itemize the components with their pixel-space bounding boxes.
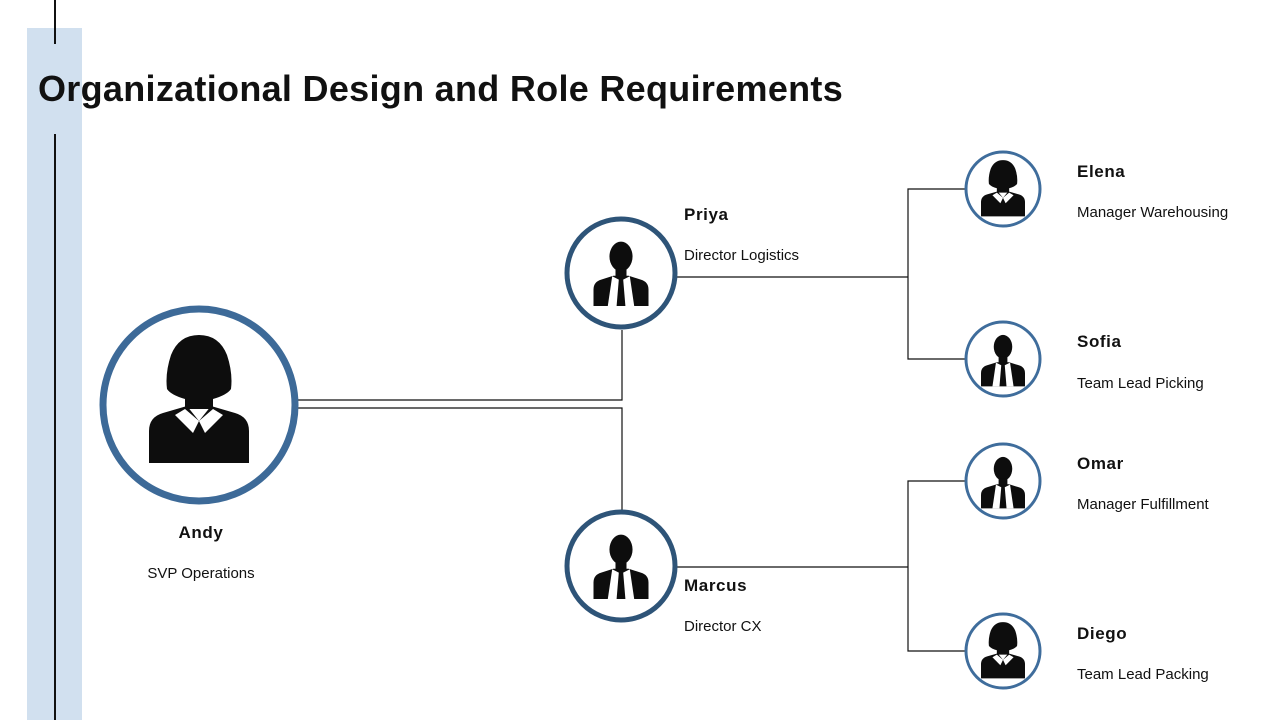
person-name-sofia: Sofia xyxy=(1077,332,1122,351)
connector-lines xyxy=(298,188,965,652)
person-role-andy: SVP Operations xyxy=(147,565,255,582)
person-name-diego: Diego xyxy=(1077,624,1128,643)
person-name-elena: Elena xyxy=(1077,162,1126,181)
accent-line-top xyxy=(54,0,56,44)
person-role-omar: Manager Fulfillment xyxy=(1077,496,1209,513)
node-priya xyxy=(564,216,678,330)
person-role-elena: Manager Warehousing xyxy=(1077,204,1229,221)
connector-andy-priya xyxy=(298,330,623,401)
node-diego xyxy=(964,612,1042,690)
connector-andy-marcus xyxy=(298,407,623,512)
person-role-marcus: Director CX xyxy=(684,618,762,635)
person-name-andy: Andy xyxy=(178,523,224,542)
connector-marcus-reports xyxy=(907,480,965,652)
node-sofia xyxy=(964,320,1042,398)
node-elena xyxy=(964,150,1042,228)
person-name-omar: Omar xyxy=(1077,454,1124,473)
person-name-priya: Priya xyxy=(684,205,729,224)
connector-priya-reports xyxy=(907,188,965,360)
accent-line-bottom xyxy=(54,134,56,720)
node-omar xyxy=(964,442,1042,520)
node-andy xyxy=(99,305,299,505)
node-marcus xyxy=(564,509,678,623)
person-role-priya: Director Logistics xyxy=(684,247,800,264)
person-role-diego: Team Lead Packing xyxy=(1077,666,1209,683)
person-role-sofia: Team Lead Picking xyxy=(1077,375,1204,392)
page-title: Organizational Design and Role Requireme… xyxy=(38,68,844,109)
person-name-marcus: Marcus xyxy=(684,576,748,595)
